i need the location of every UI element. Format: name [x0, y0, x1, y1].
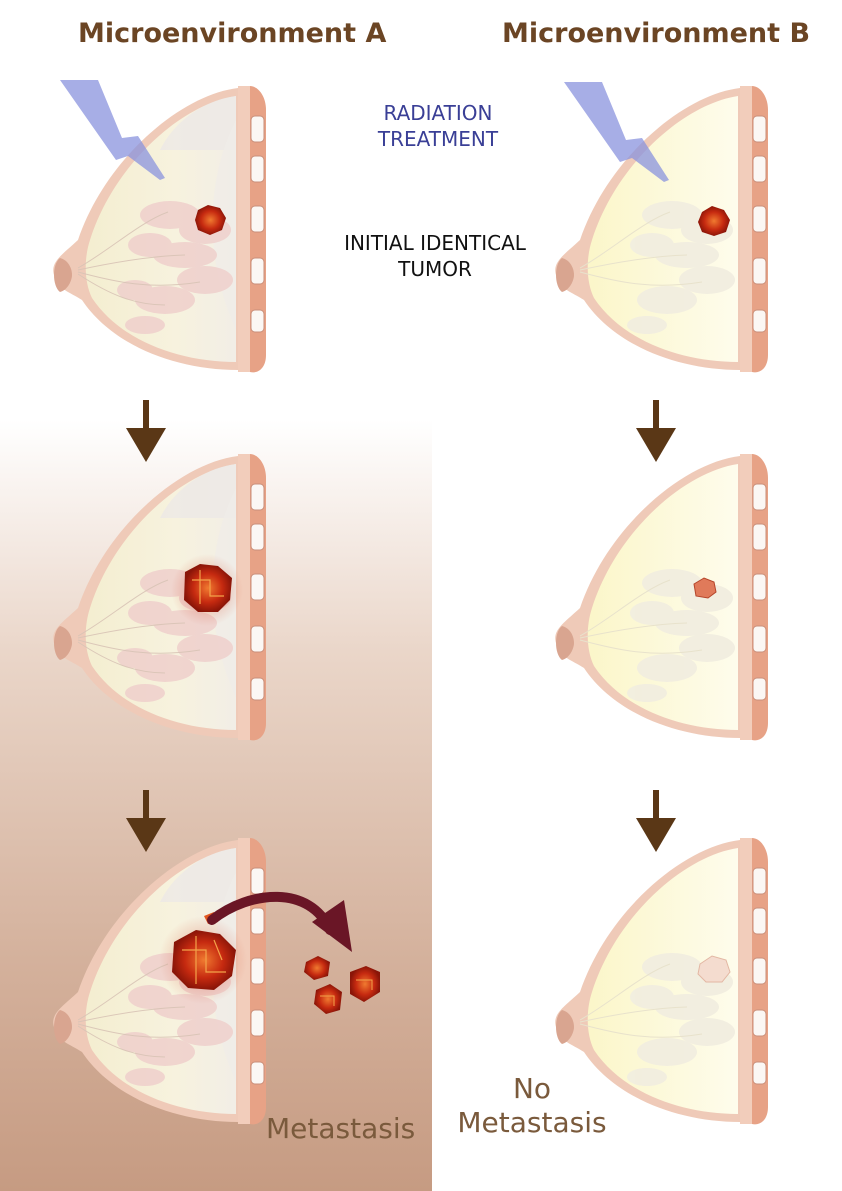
breast-a-stage-1 [52, 85, 267, 373]
lightning-bolt-icon-b [564, 82, 669, 182]
tumor-a-stage-3 [159, 912, 247, 1004]
down-arrow-a-2 [126, 790, 166, 852]
radiation-label-line1: RADIATION [383, 101, 493, 125]
initial-label-line2: TUMOR [398, 257, 472, 281]
tumor-a-stage-1 [195, 205, 226, 235]
breast-b-stage-2 [554, 453, 769, 741]
header-microenvironment-b: Microenvironment B [502, 18, 811, 49]
initial-tumor-label: INITIAL IDENTICAL TUMOR [320, 230, 550, 282]
radiation-treatment-label: RADIATION TREATMENT [348, 100, 528, 152]
header-microenvironment-a: Microenvironment A [78, 18, 387, 49]
radiation-label-line2: TREATMENT [377, 127, 499, 151]
down-arrow-a-1 [126, 400, 166, 462]
no-metastasis-line2: Metastasis [457, 1105, 607, 1139]
tumor-b-stage-2 [693, 577, 717, 599]
down-arrow-b-2 [636, 790, 676, 852]
breast-b-stage-1 [554, 85, 769, 373]
tumor-b-stage-1 [698, 206, 730, 236]
metastatic-cells [304, 956, 380, 1014]
down-arrow-b-1 [636, 400, 676, 462]
tumor-b-stage-3 [697, 955, 731, 983]
metastasis-arrow [207, 891, 352, 952]
no-metastasis-line1: No [512, 1072, 552, 1105]
lightning-bolt-icon-a [60, 80, 165, 180]
metastasis-label: Metastasis [266, 1112, 416, 1145]
no-metastasis-label: No Metastasis [452, 1072, 612, 1139]
tumor-a-stage-2 [171, 554, 243, 626]
initial-label-line1: INITIAL IDENTICAL [344, 231, 526, 255]
